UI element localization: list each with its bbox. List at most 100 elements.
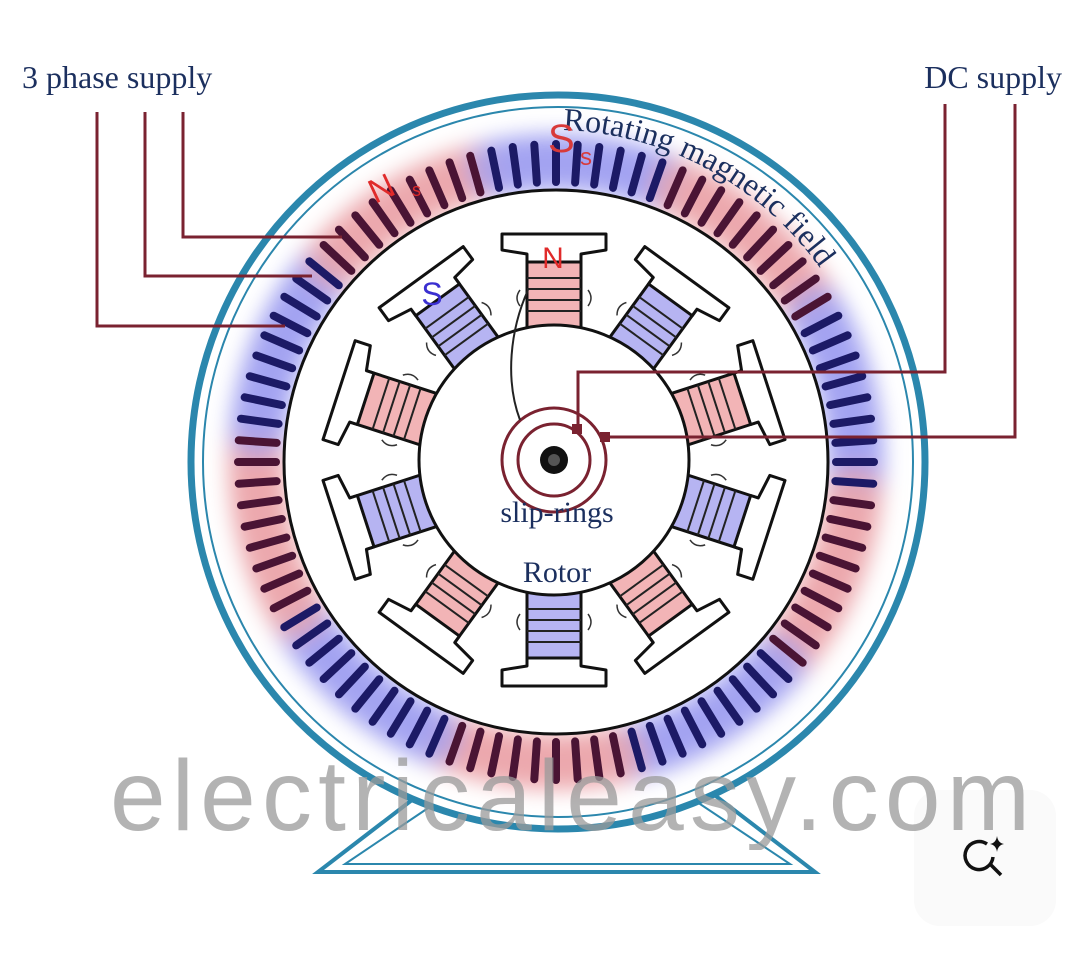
rotor-pole-north [321,339,443,449]
stator-tooth [240,393,286,410]
stator-tooth [826,393,872,410]
stator-tooth [743,662,778,699]
stator-tooth [368,198,399,238]
rotor-north-pole-label: N [542,242,564,275]
stator-tooth [368,686,399,726]
stator-tooth [252,351,297,373]
coil-lead [425,301,492,357]
inner-frame [202,106,914,818]
stator-tooth [305,634,343,667]
stator-tooth [305,257,343,290]
stator-tooth [728,211,761,249]
stator-tooth [791,292,832,321]
stator-tooth [252,551,297,573]
stator-tooth [627,727,646,773]
stator-tooth [608,732,625,778]
field-coil-turn [382,381,401,434]
stator-tooth [466,727,485,773]
stator-tooth [769,257,807,290]
three-phase-supply-label: 3 phase supply [22,59,212,95]
pole-shoe [500,656,608,688]
visual-search-sparkle-icon [963,836,1004,877]
stator-tooth [808,331,852,355]
stator-tooth [697,186,726,227]
stator-tooth [466,151,485,197]
stator-tooth [508,142,522,189]
stator-tooth [821,372,867,391]
stator-south-label: S [548,117,575,161]
field-coil-turn [431,304,476,339]
rotor-pole-north [665,339,787,449]
coil-lead [516,289,592,307]
field-coil-turn [402,387,422,440]
field-coil-turn [696,384,716,437]
field-coil-turn [443,563,489,598]
stator-tooth [728,675,761,713]
stator-south-subscript: s [580,144,592,171]
field-coil-turn [402,480,422,533]
coil-lead [381,473,419,547]
field-coil-turn [392,483,412,536]
stator-tooth [386,186,415,227]
coil-lead [689,473,727,547]
stator-tooth [425,714,449,758]
stator-tooth [351,211,384,249]
stator-tooth [627,151,646,197]
pole-shoe [321,473,376,581]
stator-tooth [260,331,304,355]
stator-teeth [234,140,878,784]
rotor-pole-south [321,471,443,581]
coil-lead [616,301,683,357]
pole-shoe [633,597,731,675]
stator-tooth [292,274,332,305]
coil-lead [381,373,419,447]
field-coil-turn [437,313,483,348]
stator-tooth [269,311,312,338]
brush [600,432,610,442]
stator-tooth [791,603,832,632]
coil-lead [616,563,683,619]
pole-shoe [732,473,787,581]
pole-shoe [377,245,475,323]
field-coil-turn [632,581,677,616]
stator-tooth [236,414,283,428]
field-coil-turn [717,490,737,543]
field-coil-turn [431,581,476,616]
stator-tooth [713,686,744,726]
three-phase-wires [95,112,342,328]
stator-tooth [245,533,291,552]
field-coil-turn [707,486,726,539]
field-coil-turn [625,313,671,348]
stator-tooth [590,142,604,189]
field-coil-turn [424,590,470,624]
stator-tooth [487,732,504,778]
coil-lead [425,563,492,619]
field-coil-turn [632,304,677,339]
stator-tooth [280,603,321,632]
stator-tooth [405,175,432,218]
pole-shoe [732,339,787,447]
stator-tooth [829,414,876,428]
field-coil-turn [371,377,391,430]
stator-tooth [815,551,860,573]
stator-tooth [269,586,312,613]
stator-tooth [829,496,876,510]
stator-tooth [351,675,384,713]
field-coil-turn [437,572,483,607]
stator-tooth [697,697,726,738]
pole-shoe [633,245,731,323]
field-coil-turn [717,377,737,430]
stator-tooth [645,158,667,203]
field-coil-turn [619,563,665,598]
rotor-poles [321,232,787,688]
field-coil-turn [638,296,684,330]
stator-tooth [608,146,625,192]
stator-tooth [645,721,667,766]
visual-search-button[interactable] [914,790,1056,926]
stator-tooth [240,514,286,531]
dc-supply-label: DC supply [924,59,1062,95]
field-coil-turn [619,322,665,357]
field-coil-turn [686,387,706,440]
stator-tooth [405,706,432,749]
